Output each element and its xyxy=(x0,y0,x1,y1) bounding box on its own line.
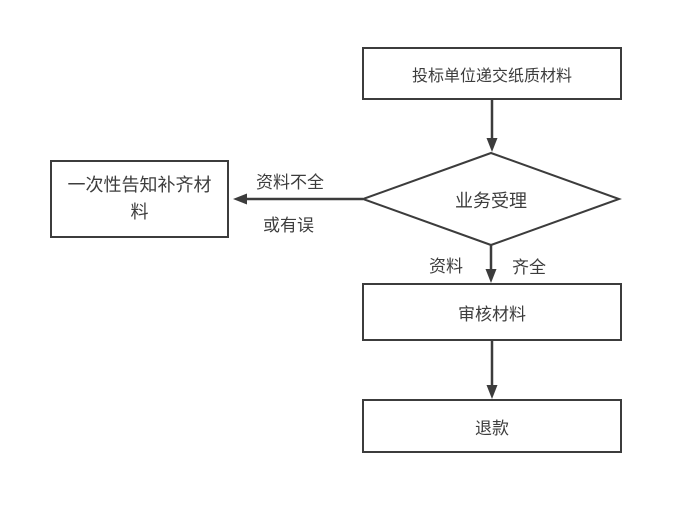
arrowhead-down-icon xyxy=(486,385,498,399)
node-review-materials: 审核材料 xyxy=(362,283,622,341)
edge-label-complete-right: 齐全 xyxy=(512,258,546,277)
node-one-time-notice: 一次性告知补齐材料 xyxy=(50,160,229,238)
arrowhead-down-icon xyxy=(486,138,498,152)
arrowhead-left-icon xyxy=(233,193,247,205)
edge-label-complete-left: 资料 xyxy=(429,257,463,276)
edge-label-incomplete-line1: 资料不全 xyxy=(256,173,324,192)
node-submit-paper-materials: 投标单位递交纸质材料 xyxy=(362,47,622,100)
arrowhead-down-icon xyxy=(485,269,497,283)
node-refund: 退款 xyxy=(362,399,622,453)
node-business-acceptance-label: 业务受理 xyxy=(455,191,527,211)
edge-label-incomplete-line2: 或有误 xyxy=(263,216,314,235)
